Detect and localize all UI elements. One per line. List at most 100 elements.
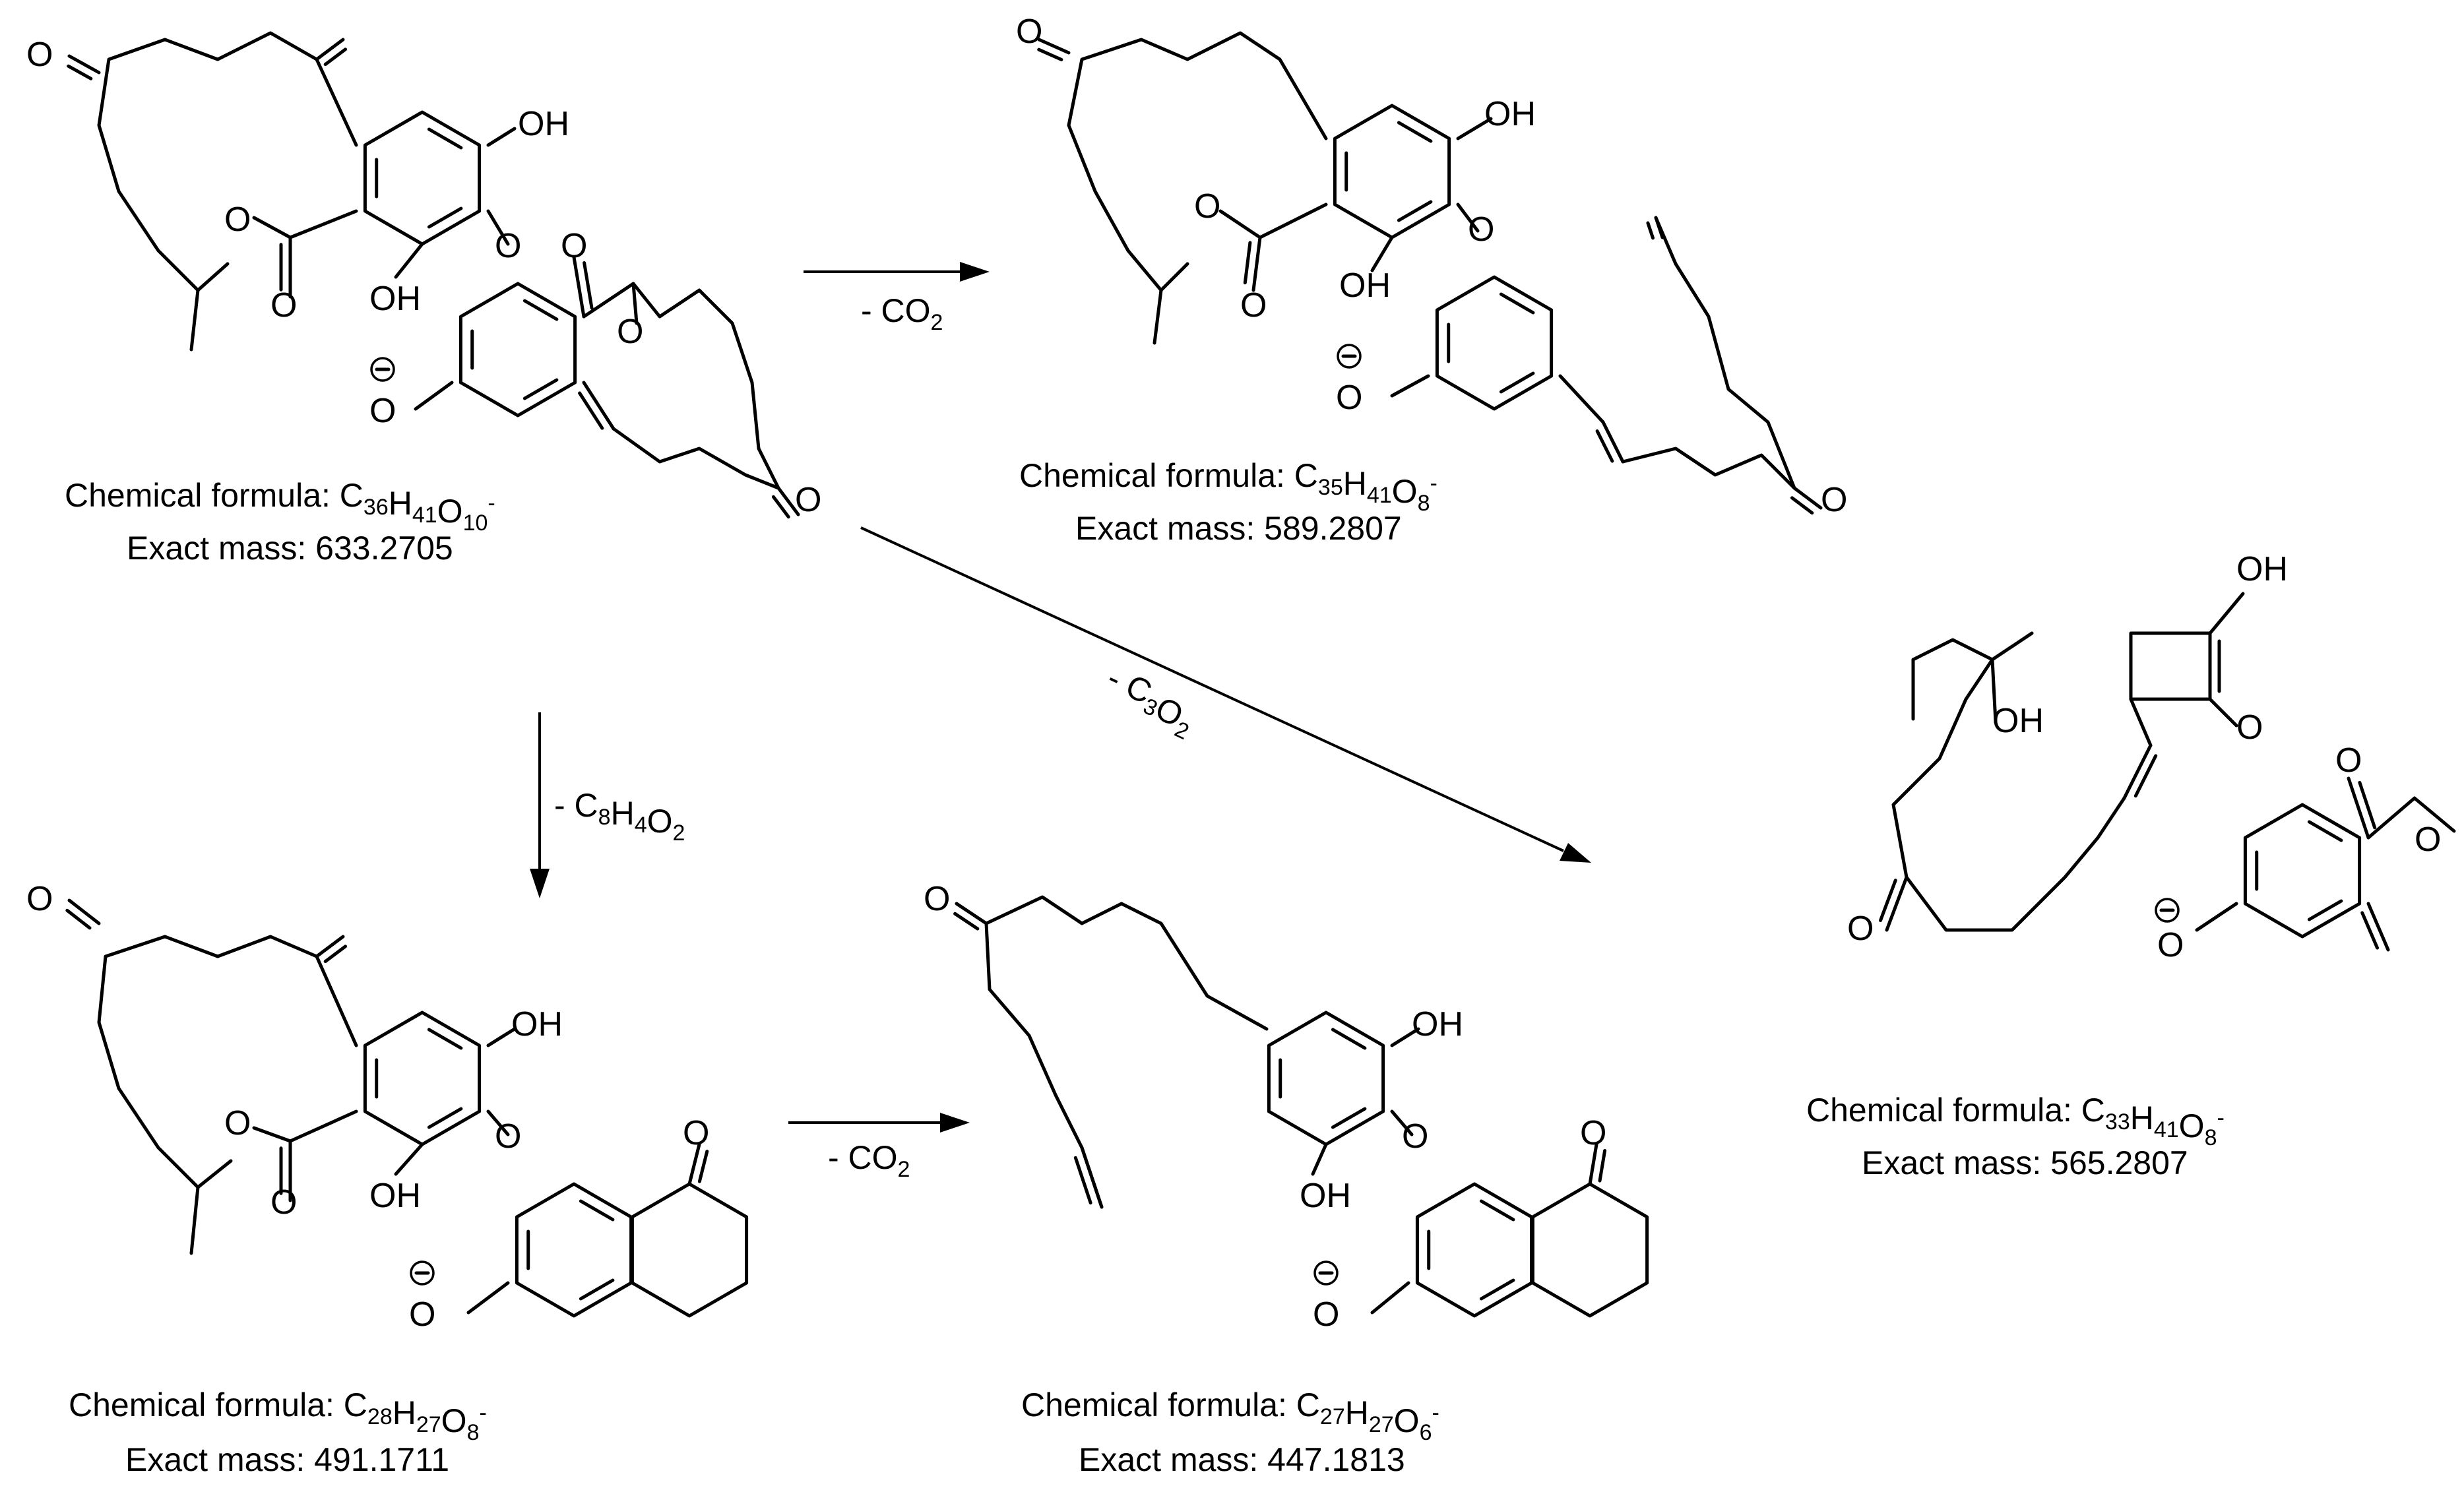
formula-caption: Chemical formula: C27H27O6- bbox=[1021, 1386, 1439, 1445]
ether-o: O bbox=[2236, 708, 2263, 747]
bond bbox=[486, 127, 517, 147]
bond-chain bbox=[2129, 697, 2153, 747]
bond-chain bbox=[363, 1010, 482, 1146]
bond-chain bbox=[612, 427, 780, 490]
bond-chain bbox=[1415, 1182, 1534, 1318]
bond bbox=[1037, 47, 1063, 61]
bond-chain bbox=[2243, 803, 2362, 939]
bond bbox=[2366, 902, 2390, 952]
bond bbox=[65, 908, 92, 930]
bond bbox=[1370, 235, 1394, 272]
bond-chain bbox=[189, 1185, 200, 1255]
bond-chain bbox=[2129, 631, 2212, 701]
arrow-a1 bbox=[804, 262, 990, 282]
bond bbox=[2195, 902, 2238, 932]
ketone-o: O bbox=[924, 880, 950, 918]
phenolate-o: O bbox=[1313, 1295, 1339, 1334]
arrow-a2 bbox=[860, 526, 1591, 863]
bond bbox=[1390, 374, 1430, 398]
bond-chain bbox=[1654, 216, 1796, 490]
oh: OH bbox=[2236, 550, 2288, 588]
bond bbox=[1080, 1146, 1104, 1209]
carbonyl-o: O bbox=[2335, 741, 2362, 780]
bond bbox=[67, 54, 101, 75]
carbonyl-o: O bbox=[561, 227, 587, 265]
bond bbox=[1499, 371, 1535, 394]
arrow-label: - CO2 bbox=[828, 1139, 910, 1182]
bond bbox=[1037, 38, 1071, 55]
bond bbox=[522, 299, 559, 321]
bond bbox=[1595, 429, 1614, 463]
bond-chain bbox=[1153, 288, 1163, 345]
bond bbox=[1218, 209, 1262, 239]
phenolate-o: O bbox=[409, 1295, 435, 1334]
ether-o: O bbox=[1402, 1117, 1428, 1156]
bond bbox=[572, 255, 586, 319]
bond bbox=[1990, 658, 1998, 724]
phenolate-o: O bbox=[2157, 926, 2184, 964]
atom-labels: OOOOHOHOOOOOOOOOHOHOOOOHOOHOOOOOOOOHOHOO… bbox=[26, 13, 2441, 1334]
bond-chain bbox=[1333, 104, 1451, 239]
bond-chain bbox=[1067, 31, 1328, 292]
bond-chain bbox=[1911, 631, 2034, 662]
bond bbox=[1370, 1281, 1410, 1315]
carbonyl-o: O bbox=[270, 1183, 297, 1222]
bond bbox=[631, 282, 639, 325]
carbonyl-o: O bbox=[1580, 1114, 1606, 1152]
bond bbox=[582, 381, 616, 431]
bond bbox=[196, 262, 230, 292]
formula-caption: Chemical formula: C28H27O8- bbox=[69, 1386, 487, 1445]
bond bbox=[1456, 117, 1493, 140]
bond bbox=[1499, 292, 1535, 315]
arrow-label: - C8H4O2 bbox=[554, 787, 685, 846]
bond bbox=[1243, 241, 1252, 285]
bond bbox=[2208, 697, 2238, 728]
bond-chain bbox=[97, 935, 358, 1189]
bond-skeleton bbox=[65, 31, 2456, 1318]
bond-chain bbox=[984, 921, 1104, 1209]
bond bbox=[2122, 743, 2153, 800]
bond bbox=[522, 378, 559, 400]
ketone-o: O bbox=[795, 481, 821, 519]
bond-chain bbox=[630, 1182, 749, 1318]
bond bbox=[1251, 235, 1262, 292]
carbonyl-o: O bbox=[1240, 286, 1267, 325]
oh: OH bbox=[1339, 266, 1391, 305]
ether-o: O bbox=[1194, 187, 1220, 226]
mass-caption: Exact mass: 447.1813 bbox=[1079, 1441, 1405, 1478]
anion-charge bbox=[2155, 898, 2180, 923]
bond bbox=[2307, 820, 2343, 842]
formula-caption: Chemical formula: C33H41O8- bbox=[1806, 1092, 2225, 1150]
mass-caption: Exact mass: 491.1711 bbox=[125, 1441, 449, 1478]
mass-caption: Exact mass: 589.2807 bbox=[1075, 510, 1402, 547]
ketone-o: O bbox=[1821, 481, 1847, 519]
bond-chain bbox=[582, 282, 780, 490]
arrow-label: - C3O2 bbox=[1096, 659, 1203, 745]
bond bbox=[1331, 1107, 1367, 1129]
bond bbox=[955, 902, 988, 925]
bond bbox=[427, 127, 463, 150]
bond bbox=[315, 38, 345, 61]
ketone-o: O bbox=[1847, 910, 1874, 948]
oh: OH bbox=[369, 1177, 421, 1215]
oh: OH bbox=[1300, 1177, 1351, 1215]
oh: OH bbox=[1484, 95, 1536, 133]
bond bbox=[67, 898, 101, 925]
bond bbox=[486, 209, 510, 246]
bond bbox=[1598, 1149, 1607, 1183]
bond bbox=[771, 495, 790, 519]
bond bbox=[1878, 879, 1897, 922]
ether-o: O bbox=[224, 1104, 251, 1142]
anion-charge bbox=[1313, 1260, 1339, 1286]
anion-charge bbox=[1337, 344, 1362, 369]
ether-o: O bbox=[1468, 210, 1494, 249]
arrow-label: - CO2 bbox=[861, 292, 943, 335]
bond bbox=[1258, 202, 1328, 239]
bond bbox=[2360, 911, 2380, 950]
bond-chain bbox=[2366, 796, 2456, 840]
bond bbox=[252, 1126, 292, 1143]
bond-chain bbox=[189, 288, 200, 352]
bond-chain bbox=[1621, 447, 1796, 490]
bond bbox=[1159, 262, 1189, 292]
